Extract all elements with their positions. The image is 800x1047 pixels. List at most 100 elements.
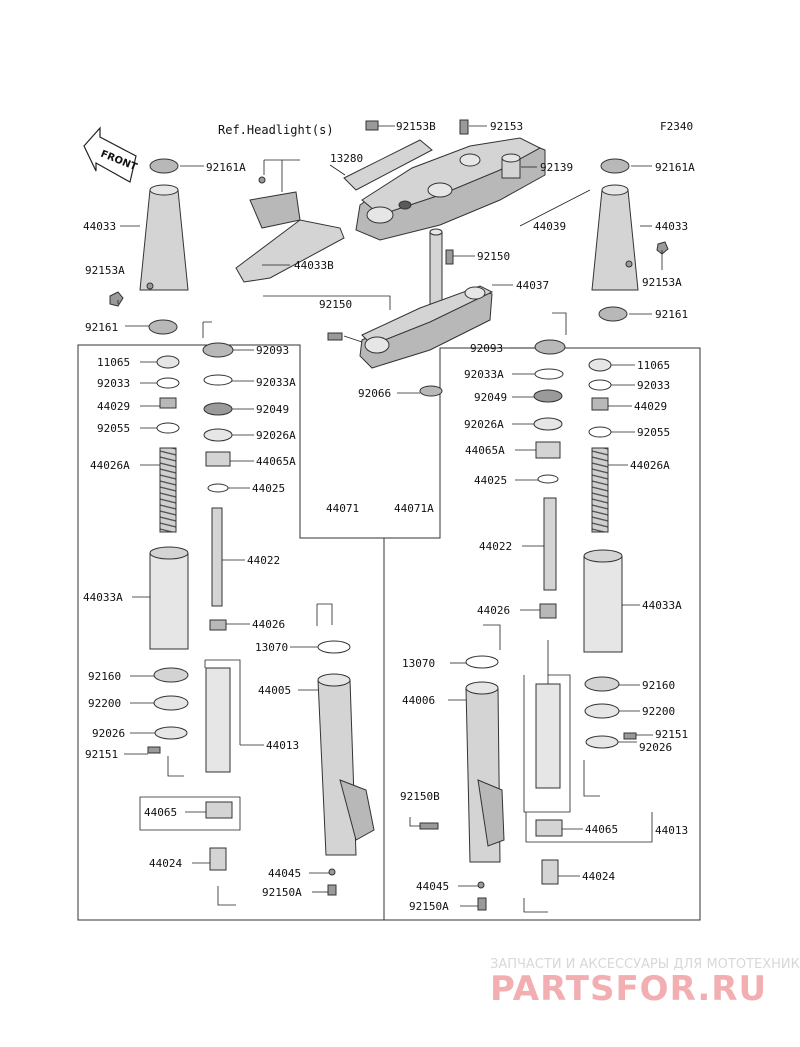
piece-44029-right-part <box>591 397 609 411</box>
bushing-92139-part <box>501 153 521 179</box>
label-92055-left: 92055 <box>97 422 130 435</box>
label-92161A-right: 92161A <box>655 161 695 174</box>
label-92153A-right: 92153A <box>642 276 682 289</box>
label-92150B: 92150B <box>400 790 440 803</box>
label-92066: 92066 <box>358 387 391 400</box>
washer-92200-right-part <box>584 703 620 719</box>
label-92033A-right: 92033A <box>464 368 504 381</box>
rod-44022-left-part <box>211 507 223 607</box>
bolt-92150A-right-part <box>477 897 487 911</box>
label-44033A-left: 44033A <box>83 591 123 604</box>
bolt-92153-part <box>459 119 469 135</box>
nut-92153A-left-part <box>109 291 124 307</box>
clip-92033A-right-part <box>534 368 564 380</box>
label-92026-right: 92026 <box>639 741 672 754</box>
collar-44065-right-part <box>535 819 563 837</box>
ring-92033-right-part <box>588 379 612 391</box>
label-44033B: 44033B <box>294 259 334 272</box>
label-44024-left: 44024 <box>149 857 182 870</box>
cover-plate-part <box>343 139 433 191</box>
label-11065-left: 11065 <box>97 356 130 369</box>
label-92049-right: 92049 <box>474 391 507 404</box>
label-92055-right: 92055 <box>637 426 670 439</box>
collar-44065A-left-part <box>205 451 231 467</box>
label-92150A-left: 92150A <box>262 886 302 899</box>
label-92151-left: 92151 <box>85 748 118 761</box>
label-44026-right: 44026 <box>477 604 510 617</box>
nut-92153A-right-part <box>656 241 669 255</box>
label-44013-left: 44013 <box>266 739 299 752</box>
label-92151-right: 92151 <box>655 728 688 741</box>
label-92150-top: 92150 <box>477 250 510 263</box>
bolt-92151-left-part <box>147 746 161 754</box>
bushing-44024-left-part <box>209 847 227 871</box>
label-92161-right: 92161 <box>655 308 688 321</box>
washer-44045-left-part <box>328 868 336 876</box>
label-92033-left: 92033 <box>97 377 130 390</box>
upper-bracket-part <box>355 137 546 241</box>
spring-44026A-right-part <box>591 447 609 533</box>
oring-92049-left-part <box>203 402 233 416</box>
label-44022-right: 44022 <box>479 540 512 553</box>
ring-92033-left-part <box>156 377 180 389</box>
rod-44022-right-part <box>543 497 557 591</box>
seal-13070-left-part <box>317 640 351 654</box>
bolt-92151-right-part <box>623 732 637 740</box>
cylinder-44013-left-part <box>205 667 231 773</box>
outer-tube-44005-part <box>317 673 375 856</box>
label-92150-mid: 92150 <box>319 298 352 311</box>
headlight-bracket-part <box>235 176 345 283</box>
spring-44026A-left-part <box>159 447 177 533</box>
label-92033-right: 92033 <box>637 379 670 392</box>
label-44033A-right: 44033A <box>642 599 682 612</box>
label-92161A-left: 92161A <box>206 161 246 174</box>
ring-44025-left-part <box>207 483 229 493</box>
collar-44065-left-part <box>205 801 233 819</box>
washer-92160-left-part <box>153 667 189 683</box>
cover-44033-left-part <box>139 189 189 291</box>
label-92150A-right: 92150A <box>409 900 449 913</box>
label-92026A-right: 92026A <box>464 418 504 431</box>
label-44024-right: 44024 <box>582 870 615 883</box>
front-arrow-icon: FRONT <box>83 126 139 183</box>
label-44037: 44037 <box>516 279 549 292</box>
washer-92026A-right-part <box>533 417 563 431</box>
label-44005: 44005 <box>258 684 291 697</box>
label-44025-left: 44025 <box>252 482 285 495</box>
label-92153A-left: 92153A <box>85 264 125 277</box>
label-44029-right: 44029 <box>634 400 667 413</box>
bolt-92150-part <box>327 249 454 341</box>
cap-92093-right-part <box>534 339 566 355</box>
label-44022-left: 44022 <box>247 554 280 567</box>
washer-92160-right-part <box>584 676 620 692</box>
label-92200-right: 92200 <box>642 705 675 718</box>
tube-44033A-right-part <box>583 555 623 653</box>
label-92033A-left: 92033A <box>256 376 296 389</box>
label-13280: 13280 <box>330 152 363 165</box>
watermark-line1: ЗАПЧАСТИ И АКСЕССУАРЫ ДЛЯ МОТОТЕХНИКИ <box>490 957 800 972</box>
label-44039: 44039 <box>533 220 566 233</box>
seal-92161A-right-part <box>600 158 630 174</box>
label-44065-right: 44065 <box>585 823 618 836</box>
label-44006: 44006 <box>402 694 435 707</box>
cylinder-44013-right-part <box>535 683 561 789</box>
label-44045-left: 44045 <box>268 867 301 880</box>
bolt-92153B-part <box>365 120 379 131</box>
right-fork-frame <box>384 347 701 921</box>
label-92160-left: 92160 <box>88 670 121 683</box>
label-44025-right: 44025 <box>474 474 507 487</box>
label-92093-right: 92093 <box>470 342 503 355</box>
label-44033-left: 44033 <box>83 220 116 233</box>
label-44065A-right: 44065A <box>465 444 505 457</box>
label-92093-left: 92093 <box>256 344 289 357</box>
label-44029-left: 44029 <box>97 400 130 413</box>
label-92200-left: 92200 <box>88 697 121 710</box>
ref-headlight-label: Ref.Headlight(s) <box>218 123 334 137</box>
steering-stem-part <box>359 228 494 369</box>
clamp-92026-left-part <box>154 726 188 740</box>
seal-92161-left-part <box>148 319 178 335</box>
bushing-44024-right-part <box>541 859 559 885</box>
left-fork-frame <box>77 344 385 921</box>
label-44026-left: 44026 <box>252 618 285 631</box>
